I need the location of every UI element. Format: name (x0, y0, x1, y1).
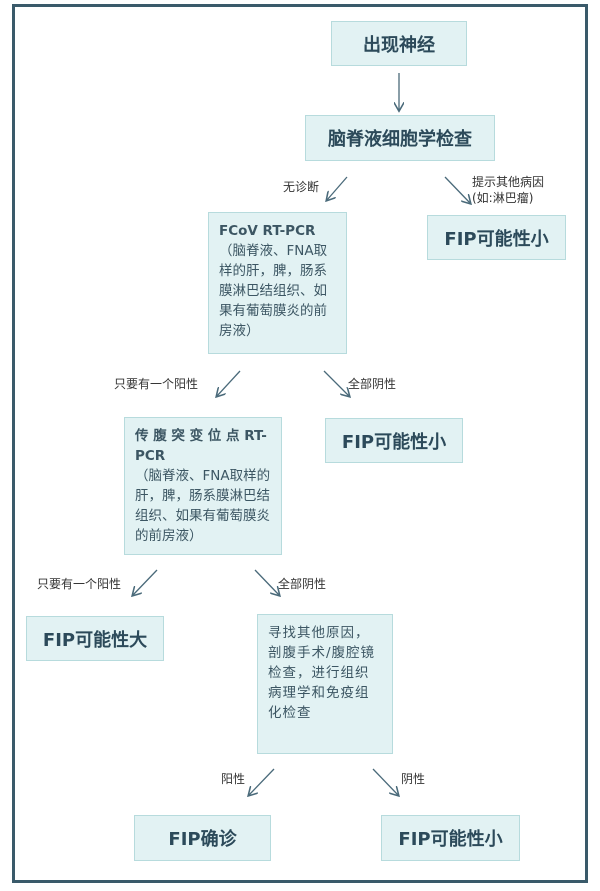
node-fcov-rtpcr-title: FCoV RT-PCR (219, 223, 316, 239)
edge-label-positive-3: 阳性 (221, 772, 246, 786)
node-neuro-signs: 出现神经 (331, 21, 467, 66)
node-fip-unlikely-3: FIP可能性小 (381, 815, 520, 861)
node-fip-unlikely-2: FIP可能性小 (325, 418, 463, 463)
arrow-csf-to-fipsmall1 (444, 176, 470, 203)
arrow-other-to-confirm (249, 768, 275, 795)
node-fcov-rtpcr-body: （脑脊液、FNA取样的肝，脾，肠系膜淋巴结组织、如果有葡萄膜炎的前房液） (219, 243, 328, 339)
edge-label-positive-2: 只要有一个阳性 (37, 577, 122, 591)
node-fcov-rtpcr: FCoV RT-PCR （脑脊液、FNA取样的肝，脾，肠系膜淋巴结组织、如果有葡… (208, 212, 347, 354)
arrow-rtpcr-to-mutation (217, 370, 241, 396)
node-fip-confirmed: FIP确诊 (134, 815, 271, 861)
edge-label-no-diagnosis: 无诊断 (283, 180, 320, 194)
arrow-mutation-to-other (254, 569, 279, 595)
node-mutation-rtpcr-body: （脑脊液、FNA取样的肝，脾，肠系膜淋巴结组织、如果有葡萄膜炎的前房液） (135, 468, 271, 544)
node-other-causes: 寻找其他原因，剖腹手术/腹腔镜检查，进行组织病理学和免疫组化检查 (257, 614, 393, 754)
node-fip-unlikely-1: FIP可能性小 (427, 215, 566, 260)
arrow-rtpcr-to-fipsmall2 (323, 370, 349, 396)
node-fip-likely: FIP可能性大 (26, 616, 164, 661)
arrow-csf-to-rtpcr (327, 176, 348, 200)
edge-label-suggest-other: 提示其他病因 (如:淋巴瘤) (472, 175, 545, 205)
node-mutation-rtpcr: 传 腹 突 变 位 点 RT-PCR （脑脊液、FNA取样的肝，脾，肠系膜淋巴结… (124, 417, 282, 555)
arrow-other-to-fipsmall3 (372, 768, 398, 795)
edge-label-all-negative-1: 全部阴性 (348, 377, 397, 391)
edge-label-positive-1: 只要有一个阳性 (114, 377, 199, 391)
edge-label-all-negative-2: 全部阴性 (278, 577, 327, 591)
edge-label-negative-3: 阴性 (401, 772, 426, 786)
diagram-frame (12, 4, 588, 883)
node-mutation-rtpcr-title: 传 腹 突 变 位 点 RT-PCR (135, 428, 267, 464)
arrow-mutation-to-fipbig (133, 569, 158, 595)
node-csf-cytology: 脑脊液细胞学检查 (305, 115, 495, 161)
